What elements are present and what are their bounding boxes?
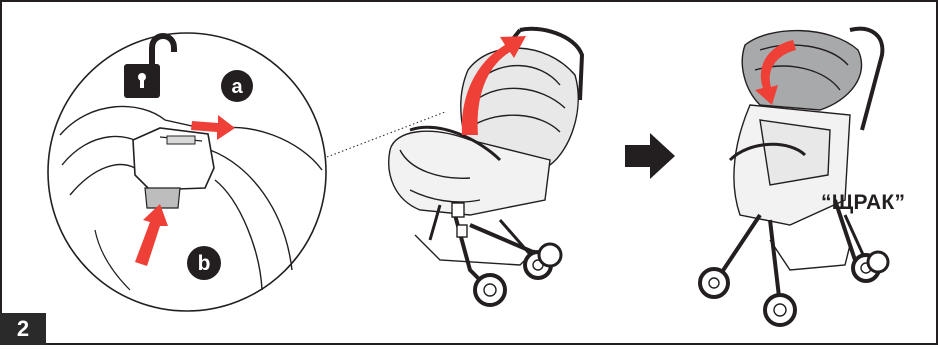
- step-number-badge: 2: [0, 313, 46, 345]
- detail-circle: a b: [48, 33, 326, 311]
- marker-b-label: b: [198, 252, 211, 275]
- marker-a-label: a: [231, 76, 243, 98]
- latch-slider: [167, 136, 195, 144]
- stroller-unfolded: [700, 29, 888, 325]
- release-button: [145, 188, 180, 208]
- right-arrow-icon: [625, 133, 675, 179]
- stroller-unfolding: [389, 29, 582, 305]
- click-sound-label: “ЩРАК”: [821, 191, 905, 215]
